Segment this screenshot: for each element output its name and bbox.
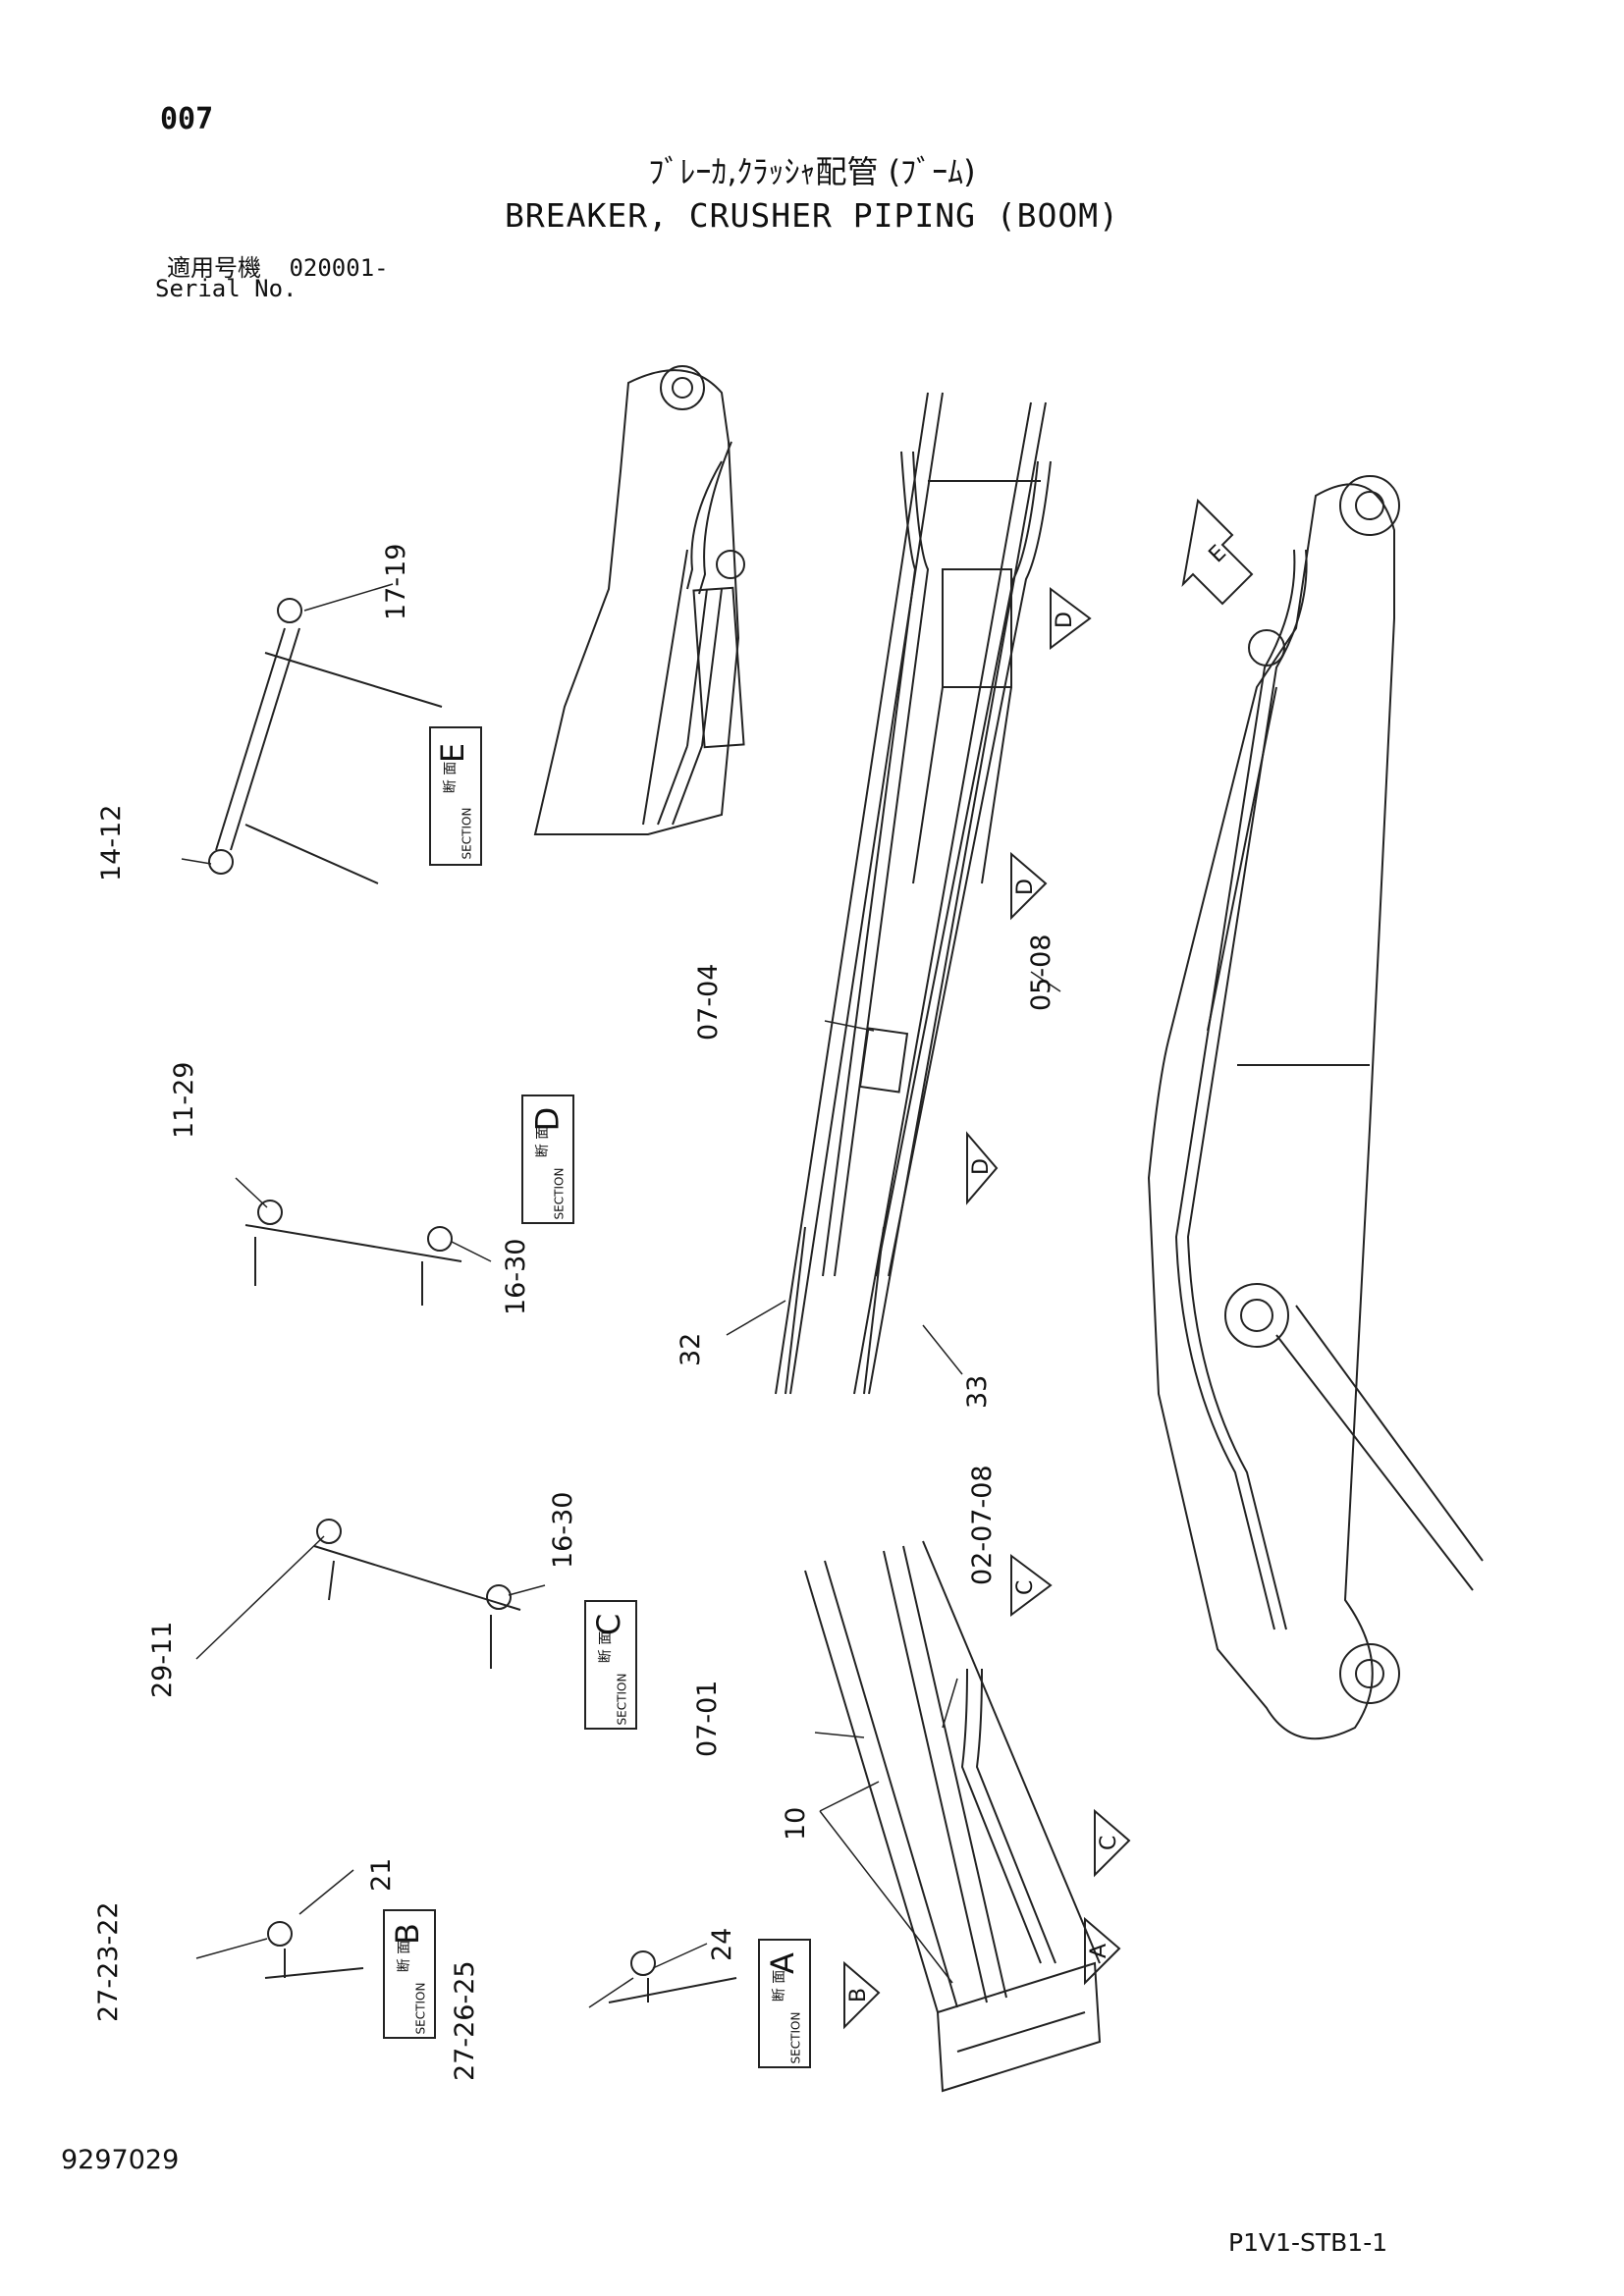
section-kanji: 断 面: [535, 1125, 552, 1158]
callout-16-30-d: 16-30: [501, 1238, 531, 1315]
serial-label-jp: 適用号機: [167, 254, 261, 282]
section-box-b: B 断 面 SECTION: [383, 1909, 436, 2039]
section-a-detail: [608, 1950, 737, 2003]
callout-29-11: 29-11: [147, 1621, 178, 1698]
section-d-detail: [244, 1200, 462, 1306]
drawing-code: P1V1-STB1-1: [1228, 2228, 1388, 2257]
view-arrow-a: A: [1087, 1944, 1111, 1958]
document-number: 9297029: [61, 2145, 180, 2175]
callout-leaders: [181, 583, 1061, 2008]
serial-label-en: Serial No.: [155, 275, 298, 302]
section-e-detail: [208, 598, 443, 884]
view-arrow-b: B: [846, 1988, 871, 2002]
callout-32: 32: [676, 1332, 706, 1366]
serial-number-line: 適用号機 020001-: [167, 248, 389, 283]
callout-33: 33: [962, 1374, 993, 1409]
section-kanji: 断 面: [443, 761, 460, 794]
callout-05-08: 05-08: [1026, 934, 1056, 1011]
section-word: SECTION: [615, 1673, 629, 1726]
callout-07-01: 07-01: [692, 1680, 723, 1757]
section-kanji: 断 面: [598, 1630, 615, 1664]
callout-24: 24: [707, 1927, 737, 1961]
section-word: SECTION: [460, 807, 474, 860]
callout-14-12: 14-12: [96, 804, 127, 881]
middle-boom-view: [775, 392, 1052, 1395]
section-box-c: C 断 面 SECTION: [584, 1600, 637, 1730]
callout-17-19: 17-19: [381, 543, 411, 620]
view-arrow-c-2: C: [1097, 1836, 1121, 1850]
callout-11-29: 11-29: [169, 1061, 199, 1139]
view-arrow-d-1: D: [1053, 612, 1077, 628]
section-b-detail: [264, 1921, 364, 1979]
section-box-d: D 断 面 SECTION: [521, 1095, 574, 1224]
callout-27-26-25: 27-26-25: [450, 1960, 480, 2081]
section-box-a: A 断 面 SECTION: [758, 1939, 811, 2068]
callout-27-23-22: 27-23-22: [93, 1901, 124, 2022]
callout-07-04: 07-04: [693, 963, 724, 1041]
section-word: SECTION: [788, 2011, 803, 2064]
callout-16-30-c: 16-30: [548, 1491, 578, 1569]
callout-10: 10: [781, 1806, 811, 1841]
view-arrow-d-2: D: [1013, 879, 1038, 895]
view-arrow-e: E: [1205, 541, 1232, 568]
left-boom-view: [533, 365, 745, 835]
title-english: BREAKER, CRUSHER PIPING (BOOM): [504, 196, 1120, 235]
lower-boom-view: [804, 1540, 1102, 2093]
section-word: SECTION: [413, 1982, 428, 2035]
view-arrow-c-1: C: [1013, 1580, 1038, 1595]
view-arrows: [843, 498, 1254, 2030]
right-boom-view: [1147, 475, 1484, 1740]
callout-02-07-08: 02-07-08: [967, 1465, 998, 1585]
callout-21: 21: [366, 1857, 397, 1892]
serial-value: 020001-: [289, 254, 389, 282]
section-word: SECTION: [552, 1167, 567, 1220]
view-arrow-d-3: D: [969, 1158, 994, 1175]
section-kanji: 断 面: [397, 1940, 413, 1973]
section-c-detail: [313, 1519, 521, 1669]
section-box-e: E 断 面 SECTION: [429, 726, 482, 866]
section-letter-e: E: [434, 742, 472, 764]
page-number: 007: [160, 102, 214, 136]
title-japanese: ﾌﾞﾚｰｶ,ｸﾗｯｼｬ配管 (ﾌﾞｰﾑ): [648, 153, 976, 190]
section-kanji: 断 面: [772, 1969, 788, 2002]
